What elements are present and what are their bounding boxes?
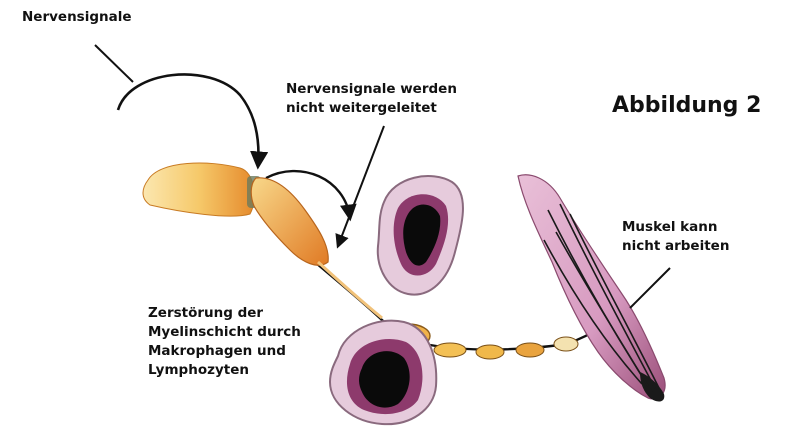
label-muscle-line-1: Muskel kann [622, 218, 729, 237]
label-destruction-line-4: Lymphozyten [148, 361, 301, 380]
damaged-axon-segment [318, 262, 382, 318]
myelin-bead [516, 343, 544, 357]
label-nervensignale: Nervensignale [22, 8, 132, 27]
muscle-pointer-line [630, 268, 670, 308]
blocked-pointer-line [338, 126, 384, 246]
label-muscle-line-2: nicht arbeiten [622, 237, 729, 256]
label-destruction-line-1: Zerstörung der [148, 304, 301, 323]
label-muscle: Muskel kann nicht arbeiten [622, 218, 729, 256]
signal-pointer-line [95, 45, 133, 82]
label-destruction-line-2: Myelinschicht durch [148, 323, 301, 342]
myelin-segment-1 [143, 163, 254, 216]
label-destruction: Zerstörung der Myelinschicht durch Makro… [148, 304, 301, 380]
signal-arrow [118, 74, 258, 166]
label-blocked-line-2: nicht weitergeleitet [286, 99, 457, 118]
label-destruction-line-3: Makrophagen und [148, 342, 301, 361]
myelin-bead [434, 343, 466, 357]
myelin-segment-2 [251, 178, 328, 265]
myelin-bead [554, 337, 578, 351]
figure-title: Abbildung 2 [612, 93, 761, 119]
myelin-bead [476, 345, 504, 359]
label-blocked: Nervensignale werden nicht weitergeleite… [286, 80, 457, 118]
label-blocked-line-1: Nervensignale werden [286, 80, 457, 99]
